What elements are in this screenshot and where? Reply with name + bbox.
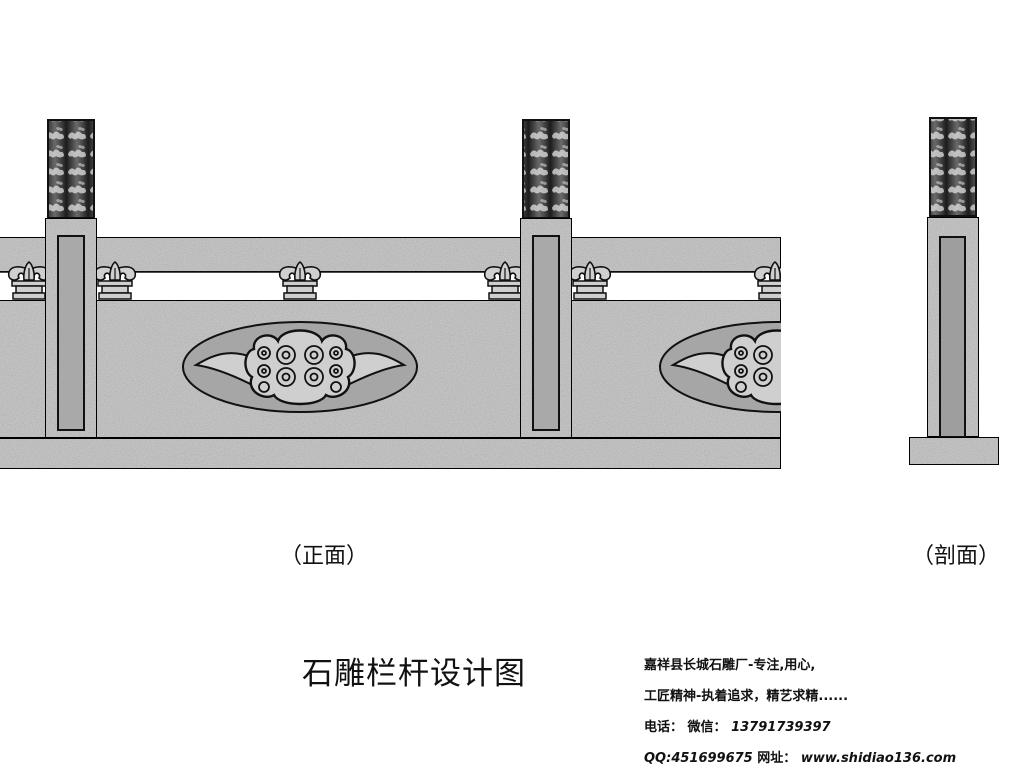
contact-web-line: QQ:451699675 网址： www.shidiao136.com — [644, 747, 956, 766]
phone-number: 13791739397 — [731, 720, 831, 735]
section-view-label: （剖面） — [912, 544, 1001, 569]
qq-label: QQ: — [644, 751, 672, 766]
wechat-label: 微信： — [687, 720, 727, 735]
phone-label: 电话： — [644, 720, 684, 735]
website-url: www.shidiao136.com — [800, 751, 957, 766]
front-view-label: （正面） — [280, 544, 369, 569]
pillar-top-2 — [522, 119, 570, 219]
company-slogan-line1: 嘉祥县长城石雕厂-专注,用心, — [644, 658, 816, 673]
section-base — [908, 436, 1000, 466]
section-pillar-top — [929, 117, 977, 217]
pillar-top-1 — [47, 119, 95, 219]
front-elevation — [0, 119, 781, 470]
qq-number: 451699675 — [671, 751, 753, 766]
plinth — [0, 437, 781, 470]
top-rail — [0, 236, 781, 273]
company-slogan-line2: 工匠精神-执着追求，精艺求精...... — [644, 689, 849, 704]
website-label: 网址： — [757, 751, 797, 766]
contact-phone-line: 电话： 微信： 13791739397 — [644, 716, 831, 735]
section-view — [908, 117, 1000, 466]
drawing-title: 石雕栏杆设计图 — [302, 656, 526, 692]
